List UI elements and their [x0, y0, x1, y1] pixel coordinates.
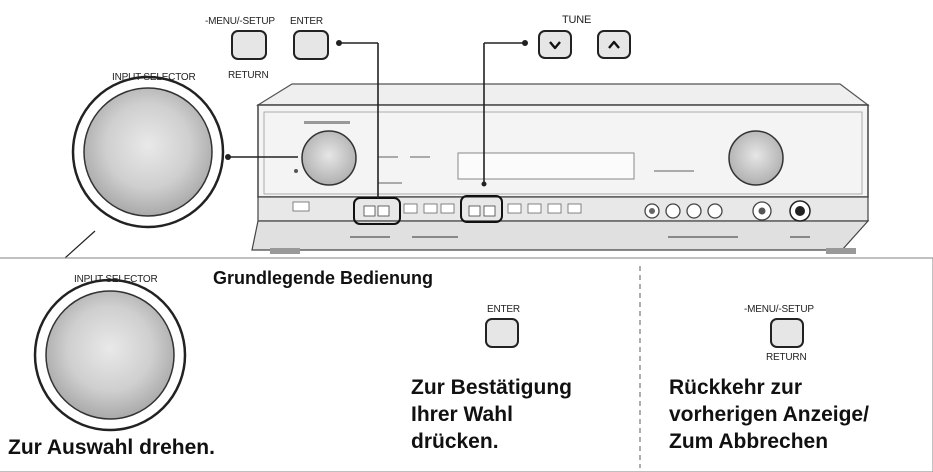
receiver-menu-enter-buttons [353, 197, 401, 225]
receiver-input-selector-knob [301, 130, 357, 186]
tune-up-button[interactable] [597, 30, 631, 59]
enter-button-panel[interactable] [485, 318, 519, 348]
chevron-up-icon [608, 40, 620, 49]
enter-button-top[interactable] [293, 30, 329, 60]
panel-title: Grundlegende Bedienung [213, 268, 434, 288]
return-label-panel: RETURN [766, 352, 807, 363]
tune-label: TUNE [562, 14, 592, 26]
menu-setup-label-panel: -MENU/-SETUP [744, 304, 814, 315]
receiver-volume-knob [728, 130, 784, 186]
right-instruction: Rückkehr zur vorherigen Anzeige/ Zum Abb… [669, 376, 869, 453]
enter-label-top: ENTER [290, 16, 323, 27]
return-label-top: RETURN [228, 70, 269, 81]
menu-setup-button-panel[interactable] [770, 318, 804, 348]
left-instruction: Zur Auswahl drehen. [8, 436, 215, 459]
input-selector-label-panel: INPUT SELECTOR [74, 274, 158, 285]
enter-label-panel: ENTER [487, 304, 520, 315]
callout-lines [64, 42, 525, 259]
chevron-down-icon [549, 40, 561, 49]
receiver-tune-buttons [460, 195, 503, 223]
middle-instruction: Zur Bestätigung Ihrer Wahl drücken. [411, 376, 572, 453]
basic-operation-panel [0, 257, 933, 472]
tune-down-button[interactable] [538, 30, 572, 59]
menu-setup-button-top[interactable] [231, 30, 267, 60]
input-selector-label-top: INPUT SELECTOR [112, 72, 196, 83]
menu-setup-label-top: -MENU/-SETUP [205, 16, 275, 27]
